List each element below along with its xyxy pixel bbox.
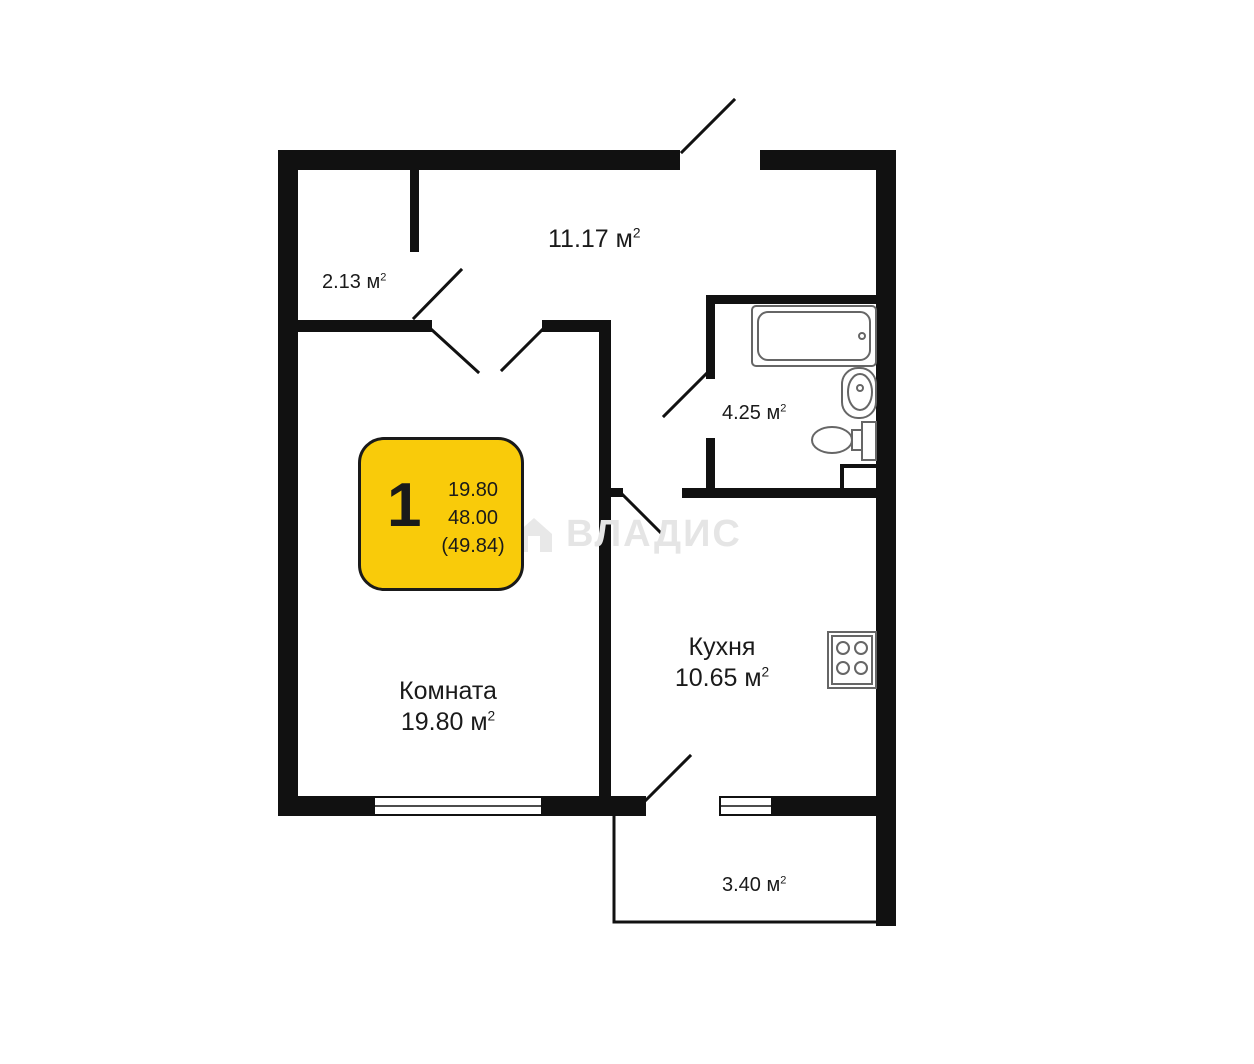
bottom-wall-3 [772,796,896,816]
bath-left-wall-bottom [706,438,715,494]
storage-label: 2.13 м2 [322,271,387,293]
bathroom-area: 4.25 м [722,402,781,424]
entrance-door [679,97,737,155]
left-wall [278,150,298,816]
shaft-top [840,464,878,468]
total-area-value: 48.00 [447,507,499,529]
kitchen-area: 10.65 м [674,664,762,693]
bath-top-wall [706,295,878,304]
storage-area: 2.13 м [322,271,381,293]
bathtub-icon [751,305,877,367]
balcony-area: 3.40 м [722,874,781,896]
walls [278,150,896,926]
area-values: 19.80 48.00 (49.84) [423,476,523,560]
living-room-name: Комната [399,677,497,705]
bath-left-wall-top [706,295,715,379]
balcony-door [643,753,693,803]
sink-icon [841,367,877,419]
apartment-badge: 1 19.80 48.00 (49.84) [358,437,524,591]
balcony-label: 3.40 м2 [722,874,787,896]
watermark-text: ВЛАДИС [566,512,742,555]
bathroom-door [661,367,713,419]
room-door-right [499,327,545,373]
kitchen-name: Кухня [688,633,756,661]
living-area-value: 19.80 [447,479,499,501]
bath-bottom-wall [682,488,878,498]
house-logo-icon [516,518,552,552]
shaft-left [840,464,844,492]
watermark: ВЛАДИС [512,512,742,556]
balcony-outline [612,814,880,924]
top-wall-right [760,150,896,170]
stove-icon [827,631,877,689]
total-with-balcony-value: (49.84) [441,535,505,557]
bottom-wall-1 [278,796,374,816]
bathroom-label: 4.25 м2 [722,402,787,424]
kitchen-stub [611,488,623,497]
storage-door [411,267,464,321]
storage-partition [410,168,419,252]
rooms-count: 1 [387,471,422,540]
kitchen-door [619,491,665,537]
living-room-area: 19.80 м [400,708,488,737]
hall-label: 11.17 м2 [548,225,641,253]
toilet-icon [811,421,877,461]
room-door-left [429,327,481,375]
kitchen-label: Кухня 10.65 м2 [656,632,788,695]
right-wall [876,150,896,926]
living-room-label: Комната 19.80 м2 [378,676,518,739]
doors [411,97,737,803]
hall-area: 11.17 м [548,225,633,253]
room-top-wall-left [296,320,432,332]
room-top-wall-right [542,320,610,332]
bottom-wall-2 [542,796,646,816]
room-kitchen-partition [599,320,611,816]
window-kitchen [719,796,773,816]
top-wall-left [278,150,680,170]
window-living-room [373,796,543,816]
bathroom-fixtures [751,305,877,461]
